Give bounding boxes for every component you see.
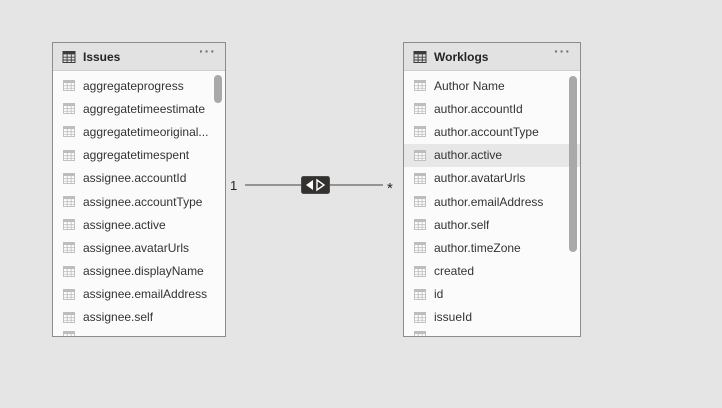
field-row[interactable]: author.avatarUrls bbox=[404, 167, 580, 190]
field-label: aggregatetimeestimate bbox=[83, 101, 206, 116]
field-row[interactable]: assignee.active bbox=[53, 213, 225, 236]
field-row[interactable]: assignee.emailAddress bbox=[53, 283, 225, 306]
scrollbar-thumb[interactable] bbox=[569, 76, 577, 252]
field-table-icon bbox=[63, 242, 75, 254]
table-card-worklogs[interactable]: Worklogs ··· Author Name author.accountId… bbox=[403, 42, 581, 337]
field-row[interactable]: author.accountId bbox=[404, 97, 580, 120]
field-row-partial bbox=[404, 329, 580, 336]
field-table-icon bbox=[414, 172, 426, 184]
issues-field-list: aggregateprogress aggregatetimeestimate ag… bbox=[53, 71, 225, 336]
field-row[interactable]: assignee.accountId bbox=[53, 167, 225, 190]
field-row[interactable]: aggregatetimeestimate bbox=[53, 97, 225, 120]
field-table-icon bbox=[414, 103, 426, 115]
field-label: author.timeZone bbox=[434, 240, 521, 255]
field-row[interactable]: id bbox=[404, 283, 580, 306]
field-table-icon bbox=[414, 80, 426, 92]
more-options-button[interactable]: ··· bbox=[554, 43, 571, 59]
field-label: Author Name bbox=[434, 78, 505, 93]
field-table-icon bbox=[63, 103, 75, 115]
field-table-icon bbox=[414, 242, 426, 254]
field-table-icon bbox=[63, 265, 75, 277]
field-label: assignee.self bbox=[83, 310, 154, 325]
field-row[interactable]: Author Name bbox=[404, 74, 580, 97]
field-row[interactable]: created bbox=[404, 260, 580, 283]
field-label: aggregatetimespent bbox=[83, 148, 190, 163]
field-row[interactable]: aggregatetimeoriginal... bbox=[53, 120, 225, 143]
field-table-icon bbox=[63, 149, 75, 161]
field-table-icon bbox=[63, 288, 75, 300]
field-row[interactable]: assignee.avatarUrls bbox=[53, 236, 225, 259]
field-table-icon bbox=[414, 288, 426, 300]
field-label: id bbox=[434, 287, 444, 302]
table-title-worklogs: Worklogs bbox=[434, 49, 489, 64]
field-row[interactable]: aggregateprogress bbox=[53, 74, 225, 97]
field-label: assignee.accountId bbox=[83, 171, 187, 186]
field-label: assignee.displayName bbox=[83, 264, 204, 279]
field-table-icon bbox=[63, 331, 75, 336]
field-table-icon bbox=[414, 196, 426, 208]
field-table-icon bbox=[414, 265, 426, 277]
table-icon bbox=[62, 50, 76, 63]
field-row[interactable]: assignee.displayName bbox=[53, 260, 225, 283]
field-row[interactable]: issueId bbox=[404, 306, 580, 329]
field-table-icon bbox=[63, 126, 75, 138]
table-card-issues[interactable]: Issues ··· aggregateprogress aggregatetim… bbox=[52, 42, 226, 337]
field-label: assignee.accountType bbox=[83, 194, 203, 209]
field-label: assignee.active bbox=[83, 217, 166, 232]
field-row-partial bbox=[53, 329, 225, 336]
field-row[interactable]: author.emailAddress bbox=[404, 190, 580, 213]
field-table-icon bbox=[414, 219, 426, 231]
field-label: author.emailAddress bbox=[434, 194, 544, 209]
field-row[interactable]: author.timeZone bbox=[404, 236, 580, 259]
field-table-icon bbox=[63, 80, 75, 92]
field-table-icon bbox=[414, 126, 426, 138]
table-title-issues: Issues bbox=[83, 49, 121, 64]
worklogs-table-header[interactable]: Worklogs ··· bbox=[404, 43, 580, 71]
field-table-icon bbox=[63, 311, 75, 323]
field-row[interactable]: assignee.self bbox=[53, 306, 225, 329]
field-table-icon bbox=[63, 172, 75, 184]
field-label: author.self bbox=[434, 217, 490, 232]
relationship-cardinality-one: 1 bbox=[230, 178, 238, 193]
field-row[interactable]: aggregatetimespent bbox=[53, 144, 225, 167]
more-options-button[interactable]: ··· bbox=[199, 43, 216, 59]
field-label: author.avatarUrls bbox=[434, 171, 526, 186]
field-table-icon bbox=[414, 331, 426, 336]
field-row[interactable]: author.active bbox=[404, 143, 580, 167]
relationship-direction-icon[interactable] bbox=[301, 176, 330, 194]
field-label: assignee.avatarUrls bbox=[83, 240, 190, 255]
field-label: author.accountType bbox=[434, 124, 539, 139]
field-row[interactable]: author.accountType bbox=[404, 120, 580, 143]
relationship-cardinality-many: * bbox=[387, 180, 393, 197]
field-table-icon bbox=[63, 196, 75, 208]
field-row[interactable]: assignee.accountType bbox=[53, 190, 225, 213]
field-label: aggregateprogress bbox=[83, 78, 184, 93]
field-row[interactable]: author.self bbox=[404, 213, 580, 236]
field-label: created bbox=[434, 264, 475, 279]
field-label: aggregatetimeoriginal... bbox=[83, 124, 209, 139]
table-icon bbox=[413, 50, 427, 63]
worklogs-field-list: Author Name author.accountId author.accoun… bbox=[404, 71, 580, 336]
field-label: author.accountId bbox=[434, 101, 523, 116]
field-table-icon bbox=[63, 219, 75, 231]
field-label: issueId bbox=[434, 310, 473, 325]
issues-table-header[interactable]: Issues ··· bbox=[53, 43, 225, 71]
field-label: author.active bbox=[434, 148, 503, 163]
field-table-icon bbox=[414, 311, 426, 323]
scrollbar-thumb[interactable] bbox=[214, 75, 222, 103]
field-table-icon bbox=[414, 149, 426, 161]
field-label: assignee.emailAddress bbox=[83, 287, 208, 302]
